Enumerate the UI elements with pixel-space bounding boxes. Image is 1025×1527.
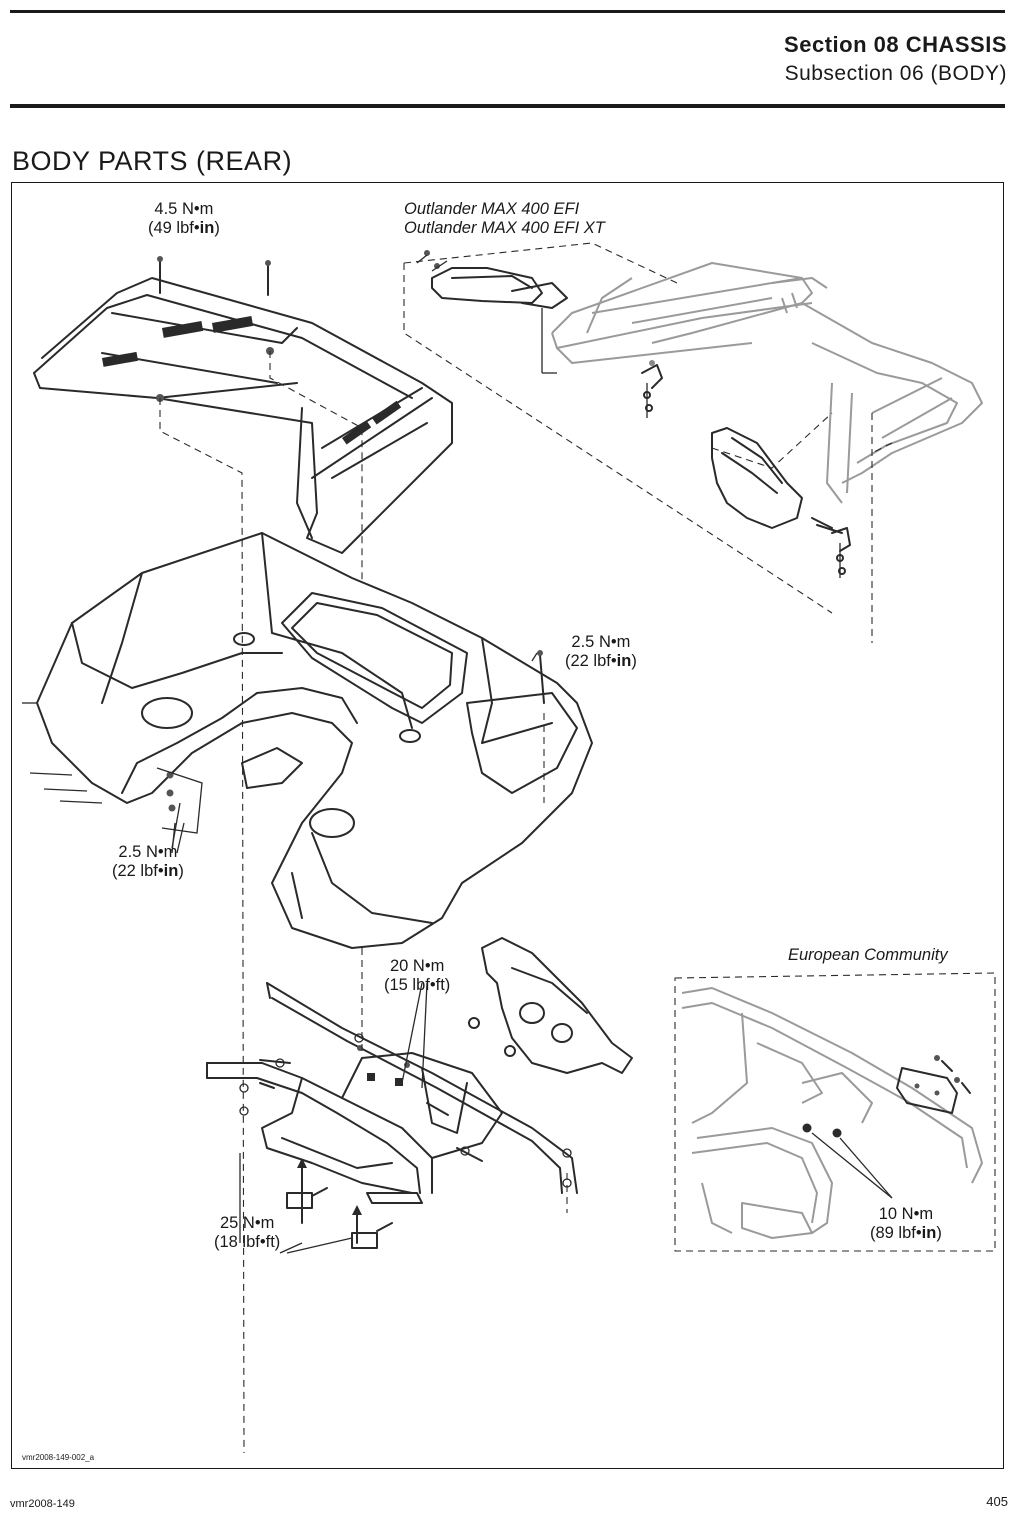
rear-body-drawing [36, 532, 593, 949]
rear-rack-drawing [33, 256, 453, 554]
header-top-rule [10, 10, 1005, 13]
torque-rack-imperial-suffix: ) [214, 219, 220, 237]
torque-left-metric: 2.5 N•m [118, 843, 178, 861]
torque-eu-imperial-suffix: ) [936, 1224, 942, 1242]
page-heading: BODY PARTS (REAR) [12, 146, 293, 176]
subsection-title: Subsection 06 (BODY) [784, 62, 1007, 85]
torque-rack-imperial-prefix: (49 lbf• [148, 219, 200, 237]
torque-label-left-screws: 2.5 N•m (22 lbf•in) [112, 843, 184, 881]
torque-right-imperial-unit: in [616, 652, 632, 670]
torque-right-imperial-prefix: (22 lbf• [565, 652, 617, 670]
torque-label-right-screw: 2.5 N•m (22 lbf•in) [565, 633, 637, 671]
rear-bracket-drawing [468, 937, 633, 1074]
model-label-max-400-xt: Outlander MAX 400 EFI XT [404, 219, 605, 237]
torque-left-imperial-prefix: (22 lbf• [112, 862, 164, 880]
body-side-screws [22, 702, 203, 834]
exploded-view-figure: 4.5 N•m (49 lbf•in) Outlander MAX 400 EF… [11, 182, 1004, 1469]
torque-bracket-metric: 20 N•m [389, 957, 445, 975]
torque-rack-imperial: (49 lbf•in) [148, 219, 220, 238]
torque-eu-metric: 10 N•m [878, 1205, 934, 1223]
eu-inset-label: European Community [788, 946, 948, 964]
frame-fasteners [239, 1033, 572, 1188]
header-bottom-rule [10, 104, 1005, 108]
torque-bracket-imperial: (15 lbf•ft) [384, 976, 451, 994]
torque-hitch-imperial: (18 lbf•ft) [214, 1233, 281, 1251]
torque-right-metric: 2.5 N•m [571, 633, 631, 651]
figure-code: vmr2008-149-002_a [22, 1453, 95, 1462]
torque-left-imperial: (22 lbf•in) [112, 862, 184, 881]
passenger-handle-parts [416, 250, 851, 578]
eu-inset-border [674, 972, 996, 1252]
footer-page-number: 405 [986, 1494, 1008, 1509]
torque-label-hitch: 25 N•m (18 lbf•ft) [214, 1214, 280, 1252]
torque-eu-imperial: (89 lbf•in) [870, 1224, 942, 1243]
torque-left-imperial-suffix: ) [178, 862, 184, 880]
outlander-max-rack-drawing [551, 262, 983, 504]
torque-right-imperial: (22 lbf•in) [565, 652, 637, 671]
model-label-max-400: Outlander MAX 400 EFI [404, 200, 580, 218]
hitch-clamps [239, 1153, 393, 1249]
torque-eu-imperial-unit: in [921, 1224, 937, 1242]
torque-label-rack: 4.5 N•m (49 lbf•in) [148, 200, 220, 238]
torque-rack-imperial-unit: in [199, 219, 215, 237]
torque-right-imperial-suffix: ) [631, 652, 637, 670]
torque-label-bracket: 20 N•m (15 lbf•ft) [384, 957, 450, 995]
eu-inset-drawing [681, 987, 983, 1239]
torque-hitch-metric: 25 N•m [219, 1214, 275, 1232]
exploded-view-drawing [22, 242, 996, 1454]
torque-rack-metric: 4.5 N•m [154, 200, 214, 218]
section-title: Section 08 CHASSIS [784, 32, 1007, 57]
torque-left-imperial-unit: in [163, 862, 179, 880]
lower-frame-drawing [206, 982, 578, 1204]
footer-doc-code: vmr2008-149 [10, 1498, 75, 1510]
torque-eu-imperial-prefix: (89 lbf• [870, 1224, 922, 1242]
torque-label-eu: 10 N•m (89 lbf•in) [870, 1205, 942, 1243]
